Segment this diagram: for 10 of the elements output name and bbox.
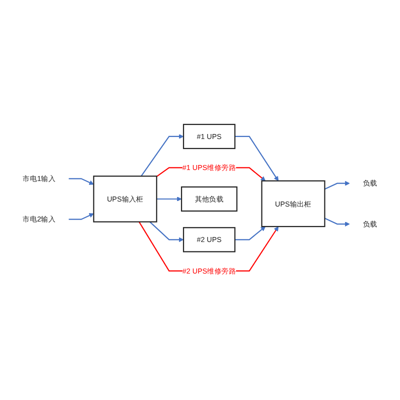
arrow	[149, 221, 184, 242]
arrow	[234, 226, 266, 240]
arrow	[156, 196, 182, 202]
arrow	[68, 178, 94, 184]
arrow	[138, 221, 279, 272]
arrow	[324, 180, 350, 190]
arrow	[68, 212, 94, 220]
arrow	[234, 136, 279, 181]
arrow	[324, 217, 350, 226]
arrow	[140, 134, 184, 176]
